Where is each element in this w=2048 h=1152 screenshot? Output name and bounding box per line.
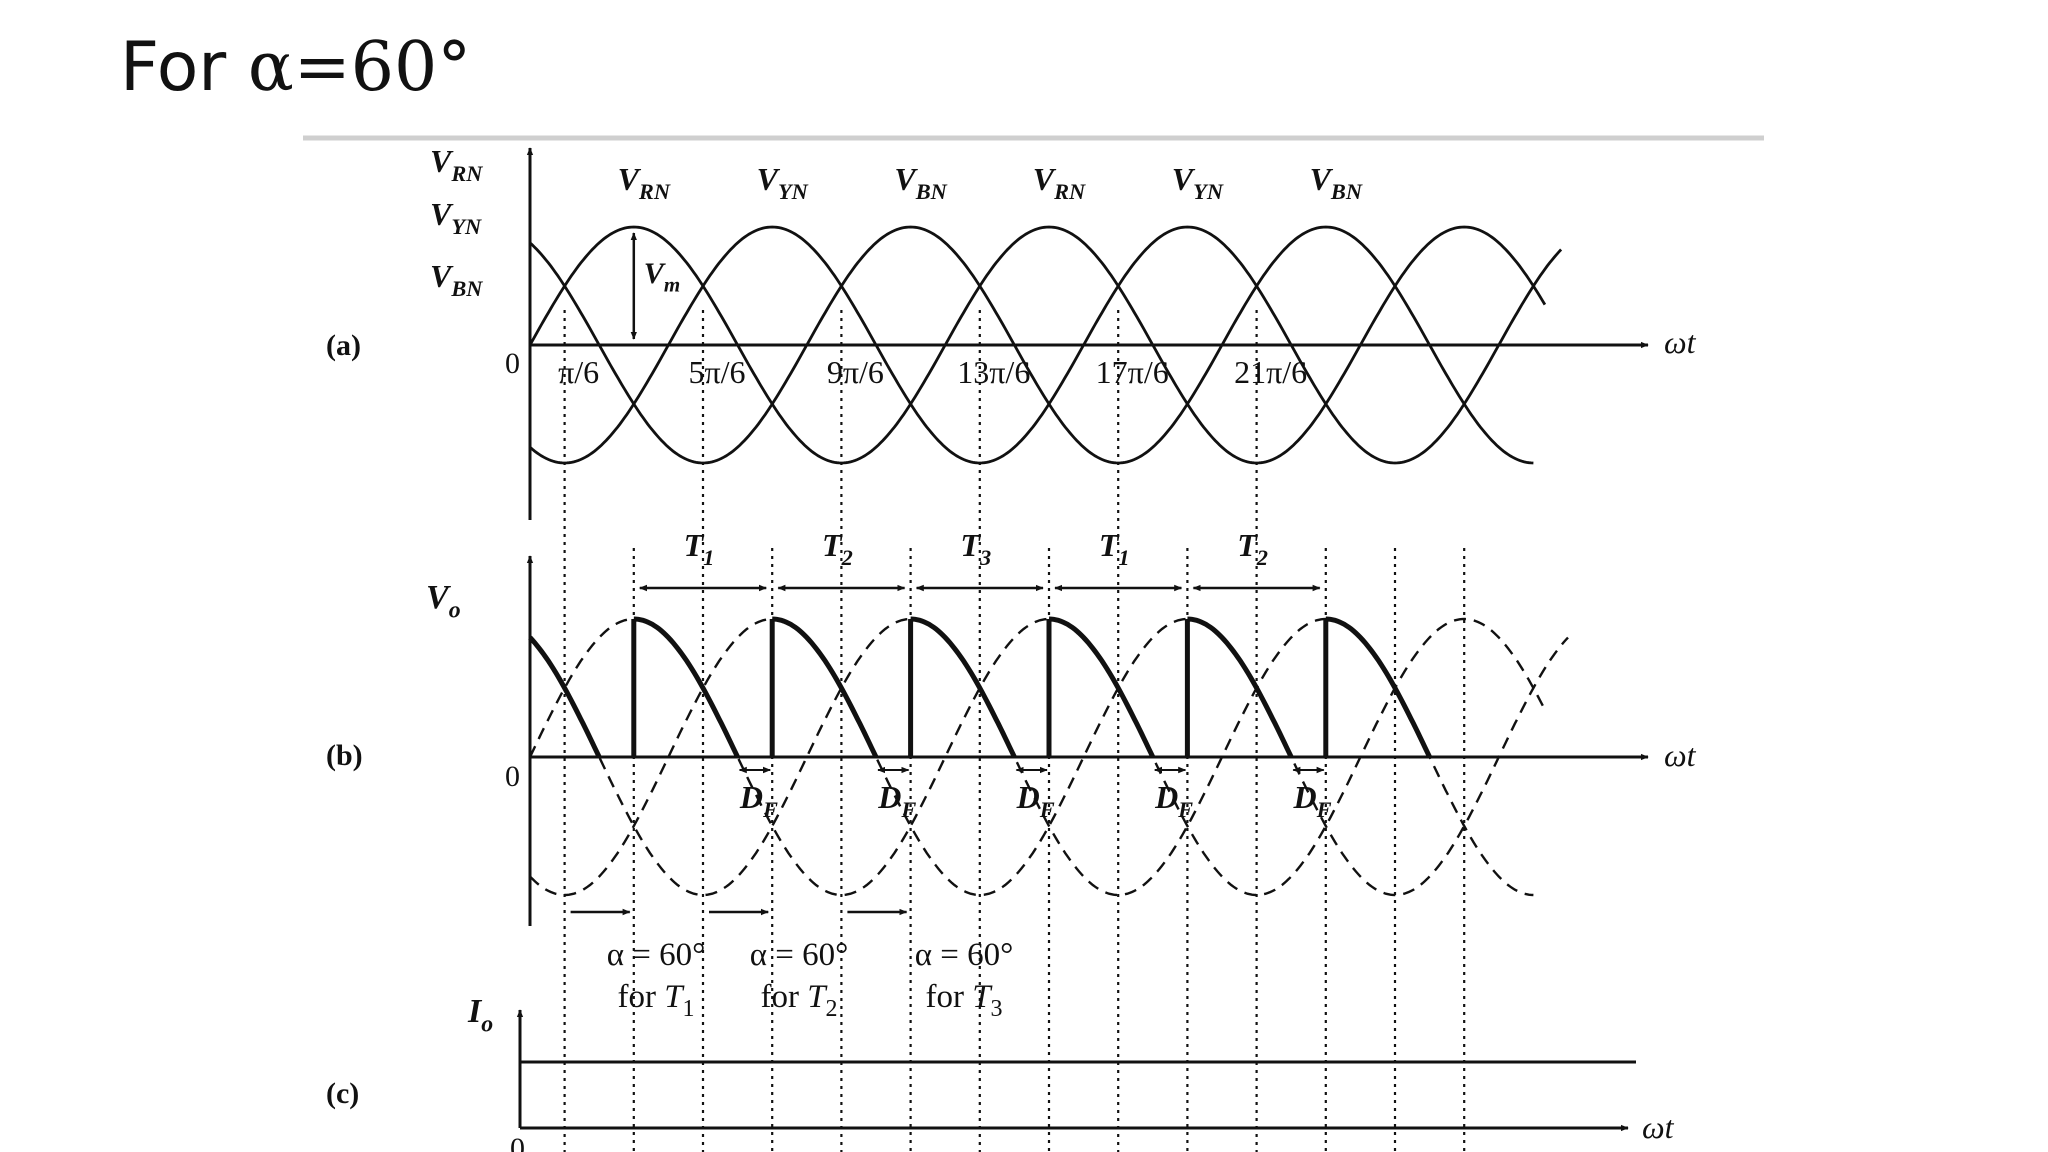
freewheel-label: DF — [1154, 779, 1193, 822]
alpha-note-line2: for T1 — [617, 979, 694, 1022]
thyristor-label-5: T2 — [1237, 527, 1268, 570]
x-tick-label: π/6 — [558, 354, 599, 390]
alpha-note-line2: for T3 — [925, 979, 1002, 1022]
dashed-wave-2 — [529, 617, 1569, 897]
panel-a-origin: 0 — [505, 347, 520, 380]
dotted-guides — [563, 310, 1466, 1152]
panel-a-axis-label: ωt — [1664, 324, 1697, 360]
thyristor-label-2: T2 — [822, 527, 853, 570]
slide-title-symbol: α=60° — [247, 28, 472, 107]
phase-wave-yn — [529, 225, 1563, 465]
panel-c-tag: (c) — [326, 1077, 359, 1110]
peak-label-1: VRN — [618, 161, 671, 204]
y-label-bn: VBN — [430, 258, 483, 301]
slide-title-prefix: For — [120, 28, 248, 107]
amplitude-label: Vm — [644, 257, 680, 296]
phase-wave-bn — [529, 225, 1534, 465]
x-tick-label: 21π/6 — [1234, 354, 1307, 390]
vo-label: Vo — [426, 579, 461, 624]
output-segment — [1048, 616, 1156, 759]
dashed-wave-1 — [528, 617, 1546, 897]
output-segment — [633, 616, 740, 759]
thyristor-label-1: T1 — [684, 527, 715, 570]
alpha-note-line1: α = 60° — [607, 937, 706, 973]
panel-b-axis-label: ωt — [1664, 737, 1697, 773]
freewheel-label: DF — [739, 779, 778, 822]
alpha-note-line1: α = 60° — [915, 937, 1014, 973]
x-tick-label: 5π/6 — [688, 354, 745, 390]
alpha-note-line2: for T2 — [760, 979, 837, 1022]
freewheel-label: DF — [1292, 779, 1331, 822]
phase-wave-rn — [528, 225, 1547, 465]
panel-c: Io (c) 0 ωt — [326, 993, 1675, 1152]
io-label: Io — [467, 993, 493, 1038]
output-segment — [910, 616, 1017, 759]
x-tick-label: 9π/6 — [827, 354, 884, 390]
thyristor-label-4: T1 — [1099, 527, 1130, 570]
panel-b-origin: 0 — [505, 760, 520, 793]
panel-a-tag: (a) — [326, 329, 361, 362]
x-tick-label: 13π/6 — [957, 354, 1030, 390]
peak-label-6: VBN — [1310, 161, 1363, 204]
panel-c-origin: 0 — [510, 1132, 525, 1152]
peak-label-2: VYN — [757, 161, 809, 204]
output-segment — [772, 616, 879, 759]
panel-a: Vm VRN VYN VBN VRN VYN VBN VRN VYN VBN π/6 5π/6 9π/6… — [326, 143, 1697, 520]
x-tick-label: 17π/6 — [1096, 354, 1169, 390]
slide-title: For α=60° — [120, 28, 471, 107]
output-segment — [1187, 616, 1294, 759]
y-label-rn: VRN — [430, 143, 483, 186]
y-label-yn: VYN — [430, 196, 482, 239]
alpha-note-line1: α = 60° — [750, 937, 849, 973]
freewheel-label: DF — [877, 779, 916, 822]
output-segment — [1325, 616, 1432, 759]
thyristor-label-3: T3 — [960, 527, 991, 570]
panel-c-axis-label: ωt — [1642, 1109, 1675, 1145]
peak-label-4: VRN — [1033, 161, 1086, 204]
panel-b-tag: (b) — [326, 739, 363, 772]
peak-label-5: VYN — [1172, 161, 1224, 204]
peak-label-3: VBN — [894, 161, 947, 204]
output-segment-initial — [528, 635, 602, 759]
freewheel-label: DF — [1016, 779, 1055, 822]
